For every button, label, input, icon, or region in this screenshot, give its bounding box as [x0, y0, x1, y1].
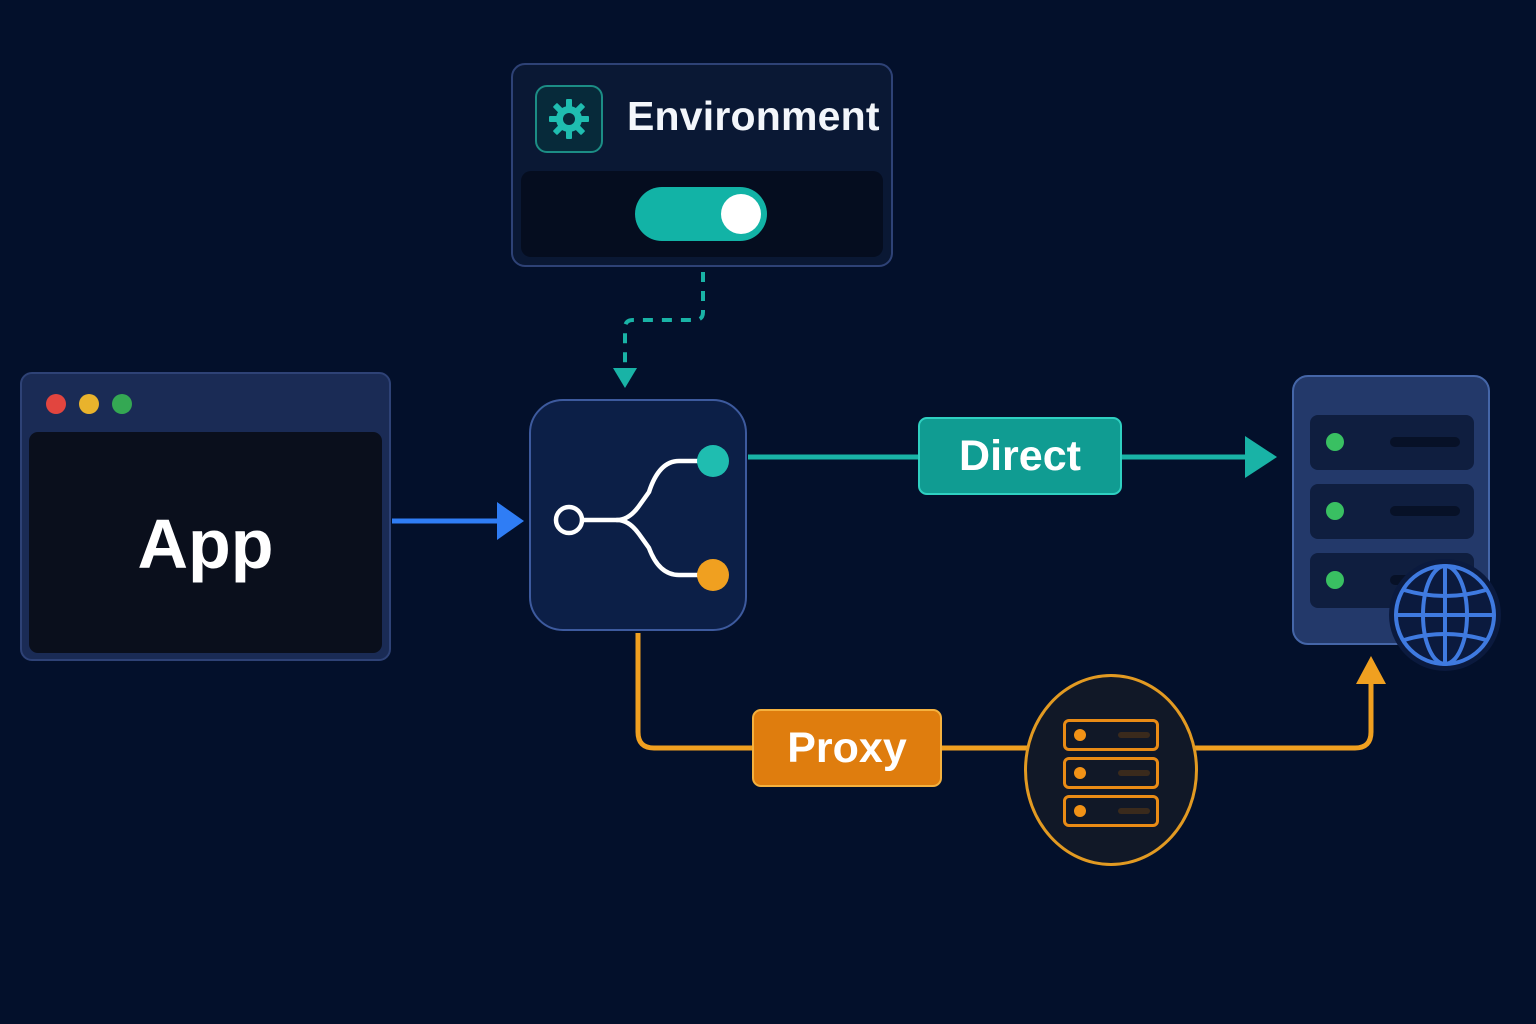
rack-slot: [1390, 437, 1460, 447]
branch-direct-dot: [696, 444, 729, 477]
branch-source-dot: [553, 504, 584, 535]
app-to-router-arrowhead: [497, 502, 524, 540]
proxy-rack: [1063, 719, 1159, 751]
status-led: [1074, 805, 1086, 817]
router-node[interactable]: [529, 399, 747, 631]
window-minimize-dot[interactable]: [79, 394, 99, 414]
rack-slot: [1118, 770, 1150, 776]
rack-slot: [1118, 808, 1150, 814]
window-close-dot[interactable]: [46, 394, 66, 414]
environment-control-link: [623, 272, 705, 370]
rack-slot: [1390, 506, 1460, 516]
status-led: [1326, 502, 1344, 520]
window-maximize-dot[interactable]: [112, 394, 132, 414]
rack-slot: [1118, 732, 1150, 738]
gear-icon[interactable]: [535, 85, 603, 153]
proxy-rack: [1063, 757, 1159, 789]
direct-route-arrowhead: [1245, 436, 1277, 478]
branch-proxy-dot: [696, 558, 729, 591]
app-screen: App: [29, 432, 382, 653]
proxy-route-arrowhead: [1356, 656, 1386, 684]
status-led: [1074, 729, 1086, 741]
environment-toggle[interactable]: [635, 187, 767, 241]
app-window: App: [20, 372, 391, 661]
environment-panel: Environment: [511, 63, 893, 267]
status-led: [1326, 571, 1344, 589]
status-led: [1326, 433, 1344, 451]
toggle-knob[interactable]: [721, 194, 761, 234]
globe-icon: [1386, 556, 1504, 674]
environment-title: Environment: [627, 93, 880, 139]
proxy-rack: [1063, 795, 1159, 827]
proxy-route-link: [635, 633, 1374, 751]
environment-toggle-area: [521, 171, 883, 257]
branch-icon: [553, 444, 729, 591]
proxy-server-node: [1024, 674, 1198, 866]
app-label: App: [137, 505, 274, 583]
server-rack: [1310, 484, 1474, 539]
environment-control-arrowhead: [613, 368, 637, 388]
server-rack: [1310, 415, 1474, 470]
status-led: [1074, 767, 1086, 779]
direct-route-label: Direct: [918, 417, 1122, 495]
proxy-route-label: Proxy: [752, 709, 942, 787]
